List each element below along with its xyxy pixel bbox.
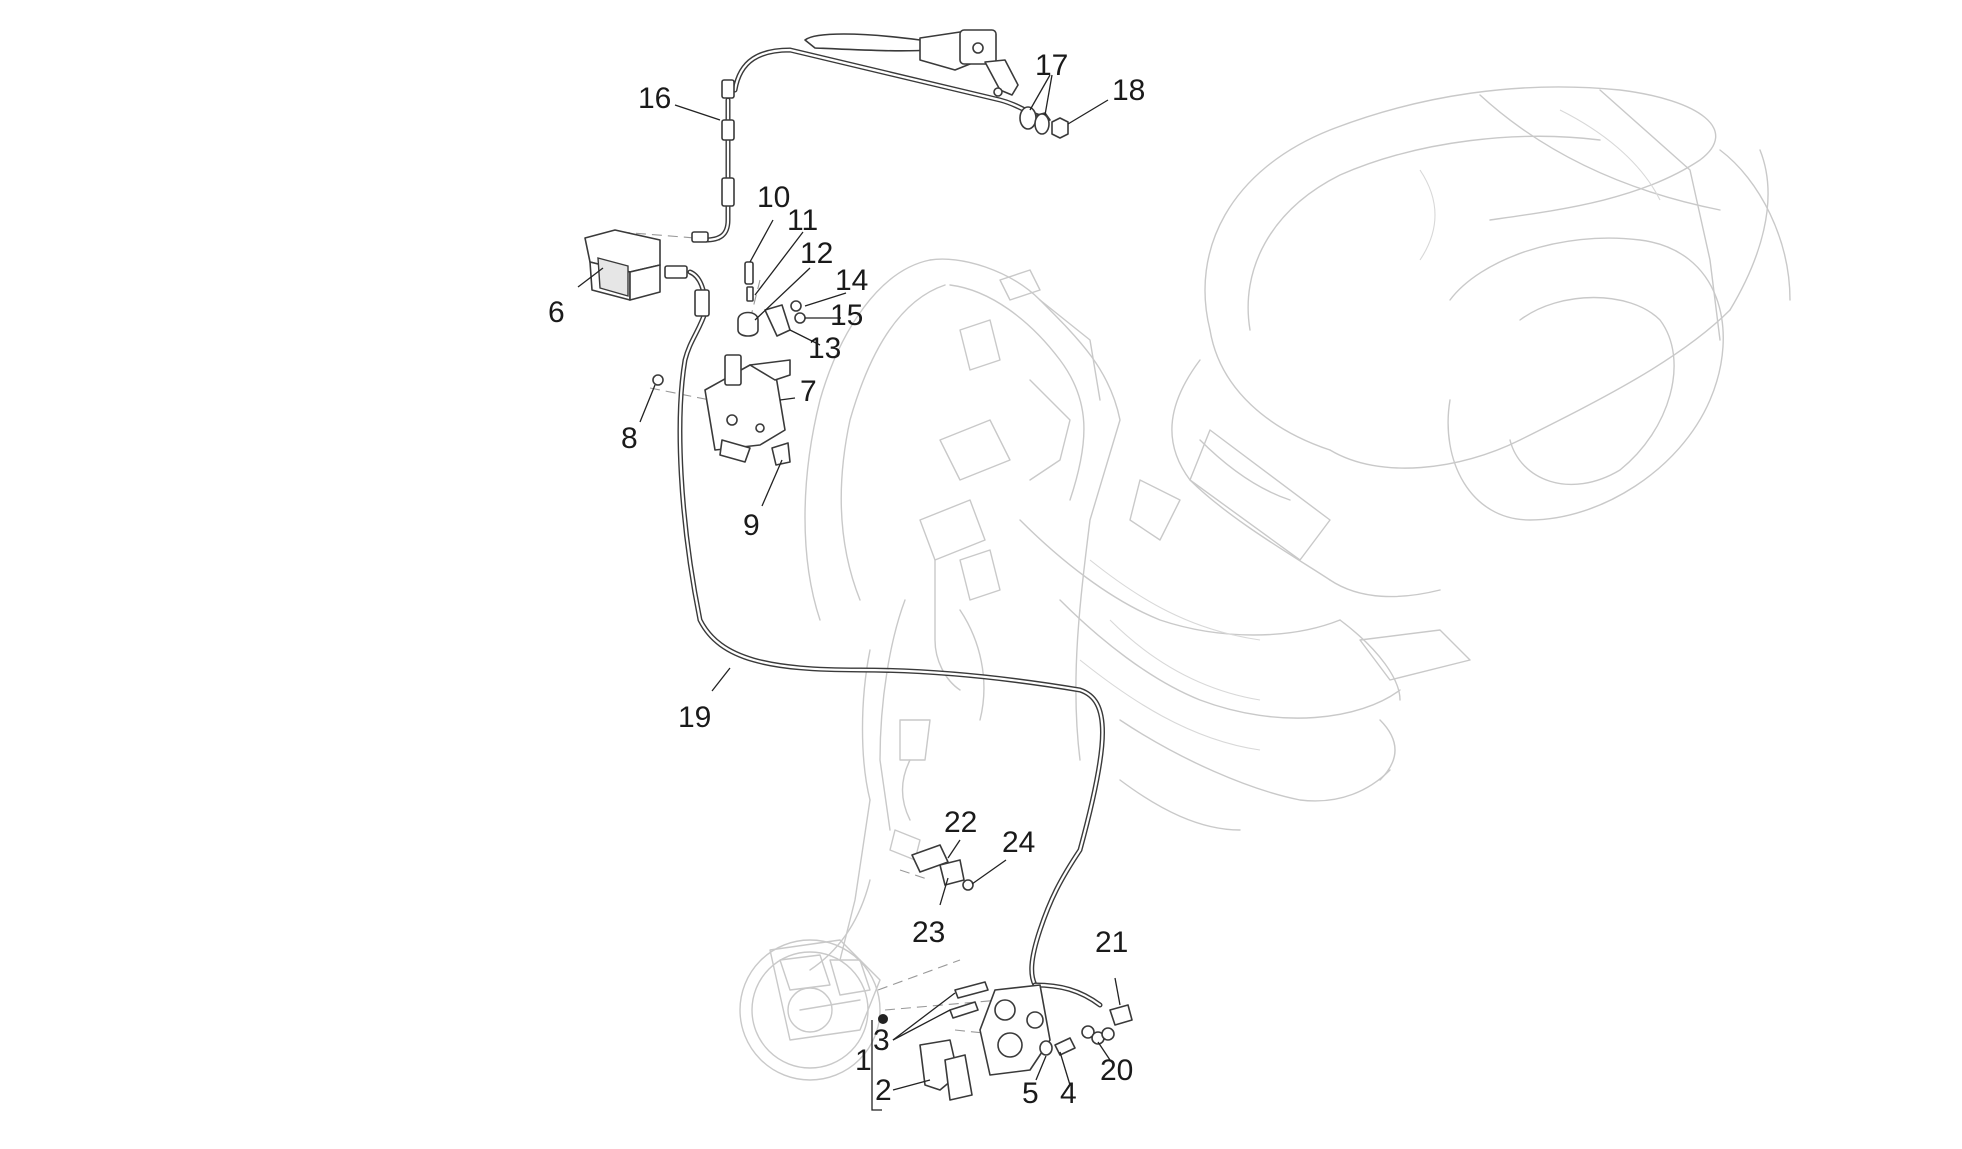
callout-1: 1: [855, 1044, 872, 1077]
abs-mounting-bracket: [704, 354, 791, 463]
abs-control-unit: [584, 229, 661, 301]
callout-15: 15: [830, 299, 863, 332]
callout-16: 16: [638, 82, 671, 115]
callout-9: 9: [743, 509, 760, 542]
callout-5: 5: [1022, 1077, 1039, 1110]
callout-19: 19: [678, 701, 711, 734]
callout-22: 22: [944, 806, 977, 839]
callout-24: 24: [1002, 826, 1035, 859]
callout-4: 4: [1060, 1077, 1077, 1110]
small-hardware: [652, 261, 806, 466]
callout-7: 7: [800, 375, 817, 408]
leader-lines: [577, 74, 1121, 1091]
brake-lever-assembly: [804, 29, 1051, 127]
callout-10: 10: [757, 181, 790, 214]
legshield-frame: [804, 258, 1121, 761]
callout-14: 14: [835, 264, 868, 297]
brake-caliper-assembly: [871, 981, 1133, 1111]
callout-6: 6: [548, 296, 565, 329]
callout-11: 11: [787, 204, 818, 237]
scooter-body-outline: [1019, 86, 1791, 831]
banjo-washers-and-bolt: [1019, 106, 1069, 139]
callout-12: 12: [800, 237, 833, 270]
callout-21: 21: [1095, 926, 1128, 959]
callout-13: 13: [808, 332, 841, 365]
callout-23: 23: [912, 916, 945, 949]
callout-8: 8: [621, 422, 638, 455]
callout-3: 3: [873, 1024, 890, 1057]
callout-18: 18: [1112, 74, 1145, 107]
hose-fittings: [664, 79, 735, 317]
callout-20: 20: [1100, 1054, 1133, 1087]
hose-clamp-parts: [911, 844, 974, 891]
front-suspension-ghost: [739, 559, 985, 1081]
callout-17: 17: [1035, 49, 1068, 82]
callout-2: 2: [875, 1074, 892, 1107]
